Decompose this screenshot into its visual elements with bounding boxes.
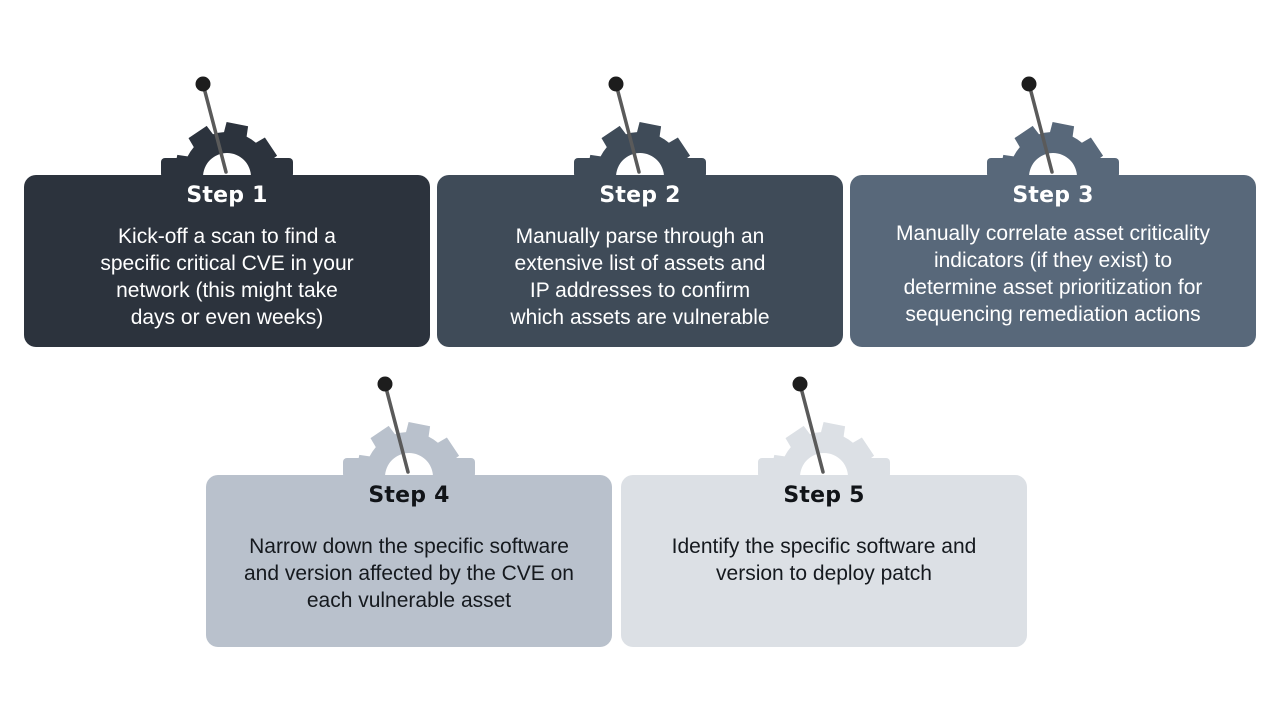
step-card: Step 2 Manually parse through an extensi… bbox=[437, 175, 843, 347]
needle-line bbox=[614, 82, 641, 174]
gear-hole bbox=[203, 153, 251, 177]
step-title: Step 3 bbox=[1012, 183, 1094, 208]
needle-line bbox=[383, 382, 410, 474]
gear-hole bbox=[616, 153, 664, 177]
step-description: Kick-off a scan to find a specific criti… bbox=[100, 225, 354, 329]
gear-hole bbox=[1029, 153, 1077, 177]
gear-svg bbox=[161, 76, 293, 230]
gear-icon bbox=[621, 376, 1027, 530]
gear-icon bbox=[206, 376, 612, 530]
step-card: Step 4 Narrow down the specific software… bbox=[206, 475, 612, 647]
needle-line bbox=[1027, 82, 1054, 174]
gear-hole bbox=[800, 453, 848, 477]
step-description: Manually correlate asset criticality ind… bbox=[896, 222, 1210, 326]
needle-knob bbox=[608, 76, 624, 92]
needle-knob bbox=[195, 76, 211, 92]
gear-svg bbox=[987, 76, 1119, 230]
step-title: Step 1 bbox=[186, 183, 268, 208]
step-card: Step 1 Kick-off a scan to find a specifi… bbox=[24, 175, 430, 347]
gear-hole bbox=[385, 453, 433, 477]
step-title: Step 5 bbox=[783, 483, 865, 508]
step-card: Step 5 Identify the specific software an… bbox=[621, 475, 1027, 647]
needle-line bbox=[201, 82, 228, 174]
step-description: Manually parse through an extensive list… bbox=[510, 225, 770, 329]
needle-knob bbox=[377, 376, 393, 392]
gear-svg bbox=[574, 76, 706, 230]
gear-svg bbox=[343, 376, 475, 530]
gear-icon bbox=[437, 76, 843, 230]
step-description: Narrow down the specific software and ve… bbox=[244, 535, 574, 612]
gear-icon bbox=[850, 76, 1256, 230]
step-card: Step 3 Manually correlate asset critical… bbox=[850, 175, 1256, 347]
gear-svg bbox=[758, 376, 890, 530]
needle-line bbox=[798, 382, 825, 474]
step-title: Step 2 bbox=[599, 183, 681, 208]
needle-knob bbox=[1021, 76, 1037, 92]
needle-knob bbox=[792, 376, 808, 392]
step-description: Identify the specific software and versi… bbox=[671, 535, 977, 585]
gear-icon bbox=[24, 76, 430, 230]
step-title: Step 4 bbox=[368, 483, 450, 508]
